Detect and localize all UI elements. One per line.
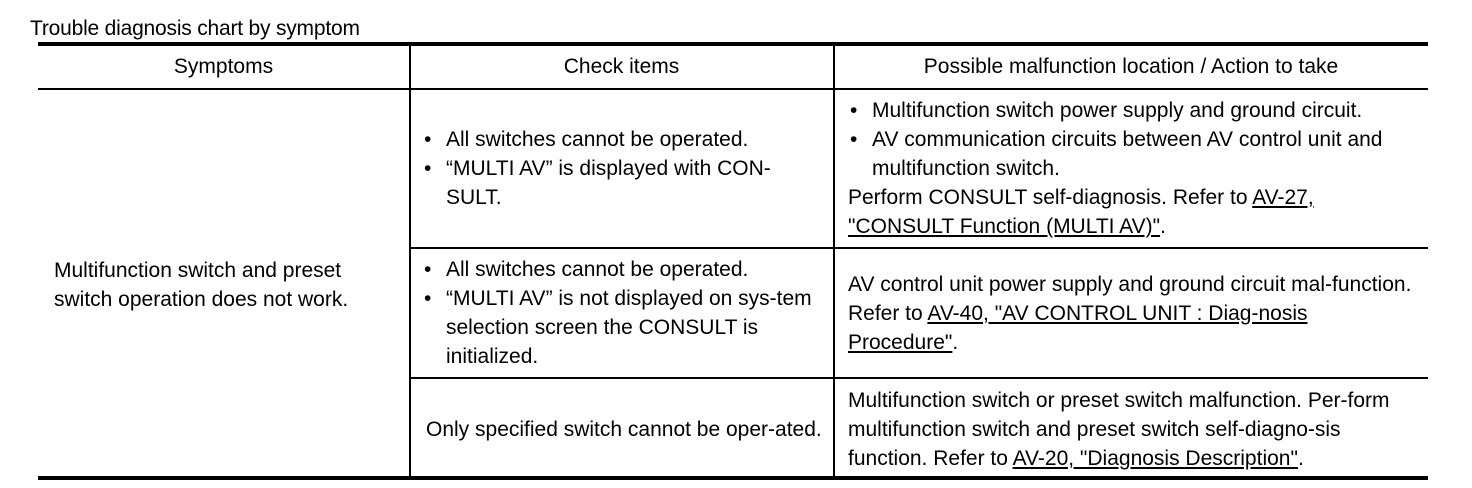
- list-item: Multifunction switch power supply and gr…: [848, 96, 1422, 125]
- header-action: Possible malfunction location / Action t…: [923, 55, 1339, 78]
- row-3-check-items: Only specified switch cannot be oper-ate…: [426, 379, 822, 480]
- row-2-check-items: All switches cannot be operated. “MULTI …: [422, 249, 822, 377]
- header-symptoms: Symptoms: [173, 55, 274, 78]
- list-item: All switches cannot be operated.: [422, 125, 822, 154]
- header-check-items: Check items: [563, 55, 680, 78]
- reference-link-av20[interactable]: AV-20, "Diagnosis Description": [1012, 447, 1298, 470]
- action-prefix: Multifunction switch or preset switch ma…: [848, 389, 1390, 470]
- symptom-text: Multifunction switch and preset switch o…: [54, 259, 349, 311]
- action-suffix: .: [952, 330, 959, 354]
- trouble-diagnosis-table: Symptoms Check items Possible malfunctio…: [38, 42, 1428, 480]
- row-1-check-items: All switches cannot be operated. “MULTI …: [422, 90, 822, 247]
- action-suffix: .: [1297, 447, 1304, 470]
- action-suffix: .: [1160, 215, 1166, 238]
- row-divider-2: [409, 377, 1428, 379]
- row-1-action: Multifunction switch power supply and gr…: [848, 90, 1422, 247]
- list-item: “MULTI AV” is not displayed on sys-tem s…: [422, 284, 822, 371]
- row-2-action-text: AV control unit power supply and ground …: [848, 270, 1422, 357]
- action-prefix: AV control unit power supply and ground …: [848, 272, 1412, 325]
- row-1-action-text: Perform CONSULT self-diagnosis. Refer to…: [848, 183, 1422, 241]
- list-item: AV communication circuits between AV con…: [848, 125, 1422, 183]
- row-3-check-text: Only specified switch cannot be oper-ate…: [426, 418, 822, 441]
- column-divider-2: [833, 46, 835, 476]
- action-prefix: Perform CONSULT self-diagnosis. Refer to: [848, 186, 1253, 209]
- list-item: All switches cannot be operated.: [422, 255, 822, 284]
- chart-title: Trouble diagnosis chart by symptom: [30, 17, 360, 40]
- list-item: “MULTI AV” is displayed with CON-SULT.: [422, 154, 822, 212]
- column-divider-1: [409, 46, 411, 476]
- row-3-action-text: Multifunction switch or preset switch ma…: [848, 386, 1422, 473]
- row-divider-1: [409, 247, 1428, 249]
- row-3-action: Multifunction switch or preset switch ma…: [848, 379, 1422, 480]
- header-divider: [38, 88, 1428, 90]
- reference-link-av27[interactable]: AV-27, "CONSULT Function (MULTI AV)": [848, 186, 1314, 238]
- reference-link-av40[interactable]: AV-40, "AV CONTROL UNIT : Diag-nosis Pro…: [848, 301, 1308, 354]
- row-2-action: AV control unit power supply and ground …: [848, 249, 1422, 377]
- symptom-cell: Multifunction switch and preset switch o…: [54, 90, 394, 480]
